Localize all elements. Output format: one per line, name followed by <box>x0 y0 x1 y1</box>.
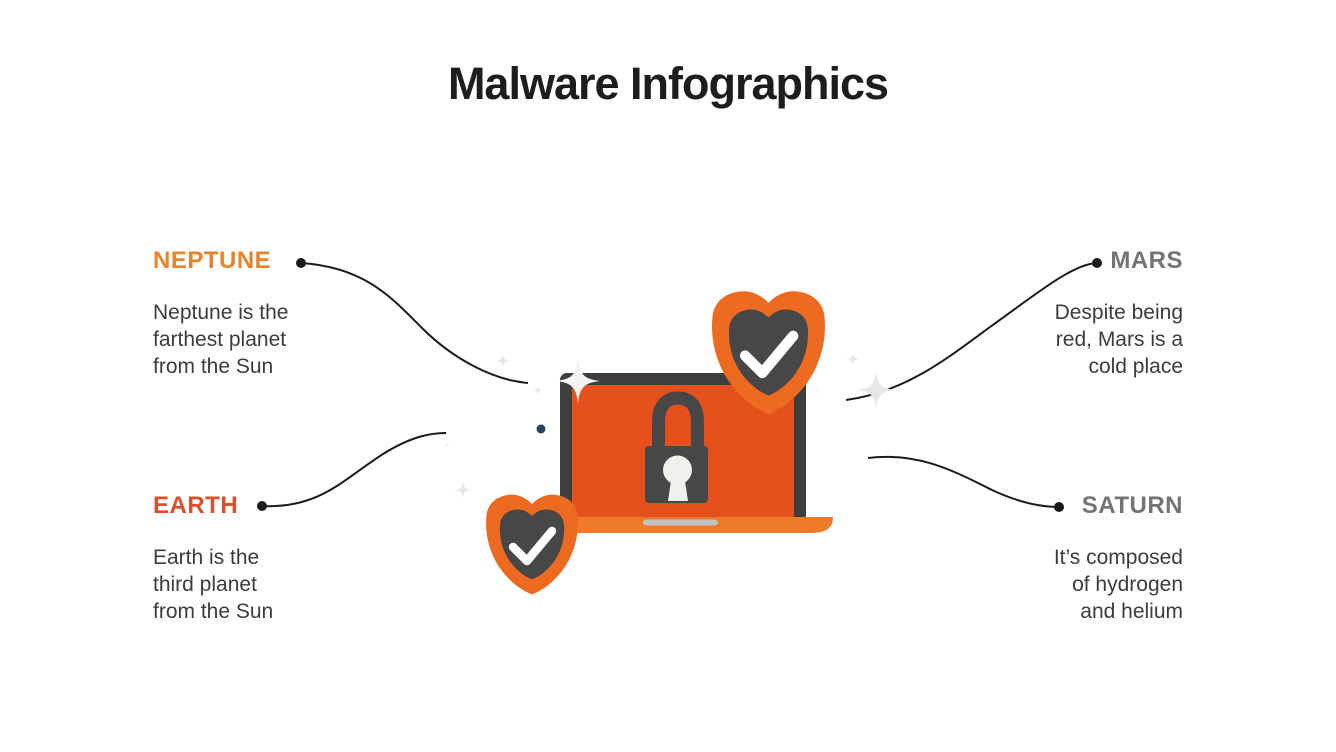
earth-description-line: from the Sun <box>153 600 274 623</box>
neptune-description-line: farthest planet <box>153 328 287 351</box>
earth-label: EARTH <box>153 492 239 519</box>
section-earth: EARTH Earth is the third planet from the… <box>153 493 373 625</box>
sparkle-icons <box>443 352 895 499</box>
saturn-description-line: It’s composed <box>1053 546 1183 569</box>
sparkle-icon <box>533 385 544 396</box>
blue-dot <box>536 424 546 434</box>
section-mars: MARS Despite being red, Mars is a cold p… <box>963 248 1183 380</box>
earth-connector-line <box>257 432 447 511</box>
sparkle-icon <box>814 386 822 394</box>
padlock-icon <box>645 391 708 503</box>
checkmark-icon <box>739 330 799 379</box>
sparkle-icon <box>443 441 451 449</box>
saturn-label: SATURN <box>1081 492 1183 519</box>
saturn-connector-line <box>867 455 1064 512</box>
section-neptune: NEPTUNE Neptune is the farthest planet f… <box>153 248 373 380</box>
saturn-description-line: and helium <box>1080 600 1183 623</box>
mars-description-line: Despite being <box>1054 301 1183 324</box>
neptune-description-line: from the Sun <box>153 355 274 378</box>
shield-check-icon-small <box>486 494 578 595</box>
sparkle-icon <box>846 352 860 366</box>
checkmark-icon <box>508 526 557 566</box>
section-saturn: SATURN It’s composed of hydrogen and hel… <box>963 493 1183 625</box>
slide-title: Malware Infographics <box>447 58 889 109</box>
shield-check-icon-large <box>712 291 825 415</box>
mars-description-line: cold place <box>1088 355 1183 378</box>
neptune-connector-line <box>296 258 529 384</box>
earth-description-line: third planet <box>153 573 257 596</box>
saturn-description-line: of hydrogen <box>1072 573 1183 596</box>
neptune-description-line: Neptune is the <box>153 301 289 324</box>
sparkle-icon <box>454 481 472 499</box>
mars-label: MARS <box>1110 247 1183 274</box>
mars-connector-line <box>845 258 1102 401</box>
sparkle-icon <box>556 359 600 403</box>
earth-description-line: Earth is the <box>153 546 260 569</box>
mars-description-line: red, Mars is a <box>1055 328 1183 351</box>
neptune-label: NEPTUNE <box>153 247 272 274</box>
sparkle-icon <box>496 354 510 368</box>
sparkle-icon <box>857 371 895 409</box>
